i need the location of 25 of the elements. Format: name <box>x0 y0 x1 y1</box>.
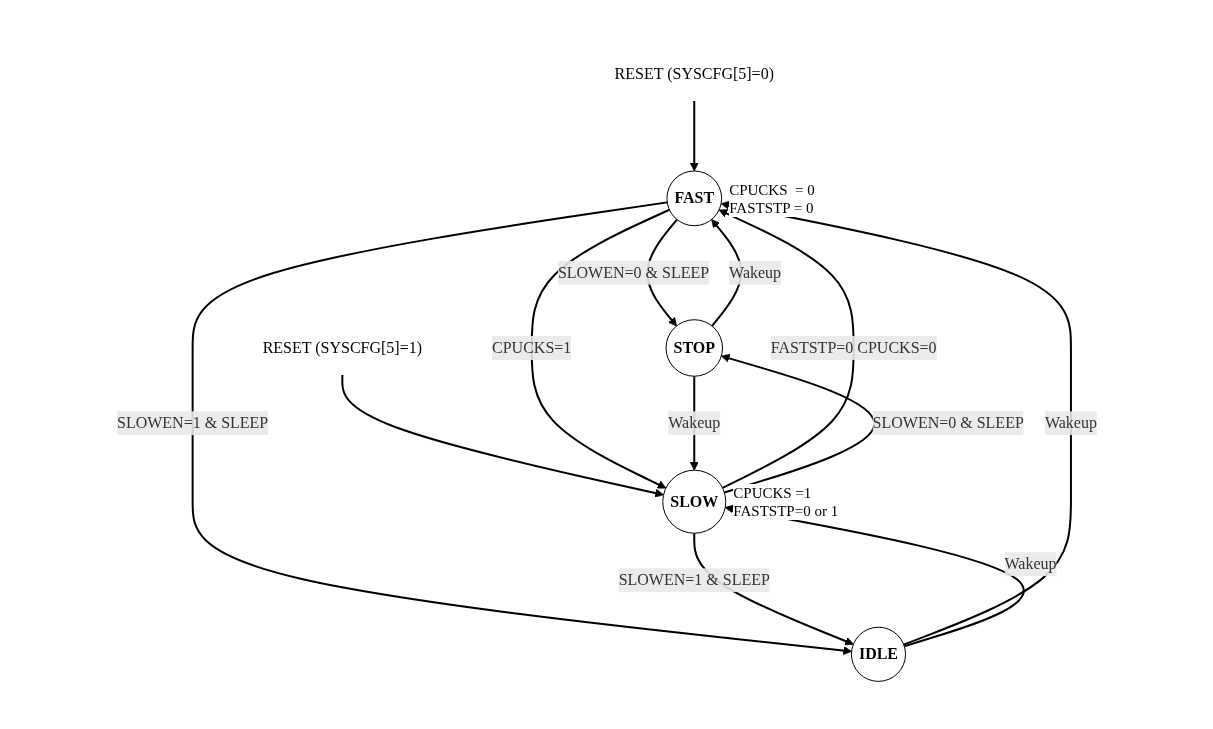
edge-label: SLOWEN=1 & SLEEP <box>116 414 268 432</box>
state-note: CPUCKS =1 <box>733 484 813 503</box>
state-note: FASTSTP = 0 <box>729 198 815 217</box>
edge-label: Wakeup <box>667 414 720 432</box>
edge-label: Wakeup <box>1044 414 1097 432</box>
arrow <box>718 209 855 490</box>
node-circle: IDLE <box>850 627 906 683</box>
node-text: RESET (SYSCFG[5]=0) <box>614 65 774 83</box>
arrow <box>720 354 875 494</box>
edge-label: Wakeup <box>1004 555 1057 573</box>
node-circle: SLOW <box>661 470 726 535</box>
edge-label: FASTSTP=0 CPUCKS=0 <box>770 339 937 357</box>
node-circle: FAST <box>665 170 722 227</box>
edge-label: SLOWEN=0 & SLEEP <box>872 414 1024 432</box>
state-note: CPUCKS = 0 <box>729 180 815 199</box>
node-text: RESET (SYSCFG[5]=1) <box>262 339 422 357</box>
edge-label: CPUCKS=1 <box>491 339 571 357</box>
arrow <box>530 209 670 489</box>
arrow <box>340 374 664 498</box>
node-circle: STOP <box>665 319 723 378</box>
arrow <box>689 100 699 172</box>
state-note: FASTSTP=0 or 1 <box>733 502 839 521</box>
edge-label: SLOWEN=0 & SLEEP <box>557 263 709 281</box>
edge-label: SLOWEN=1 & SLEEP <box>618 571 770 589</box>
edge-label: Wakeup <box>728 264 781 282</box>
